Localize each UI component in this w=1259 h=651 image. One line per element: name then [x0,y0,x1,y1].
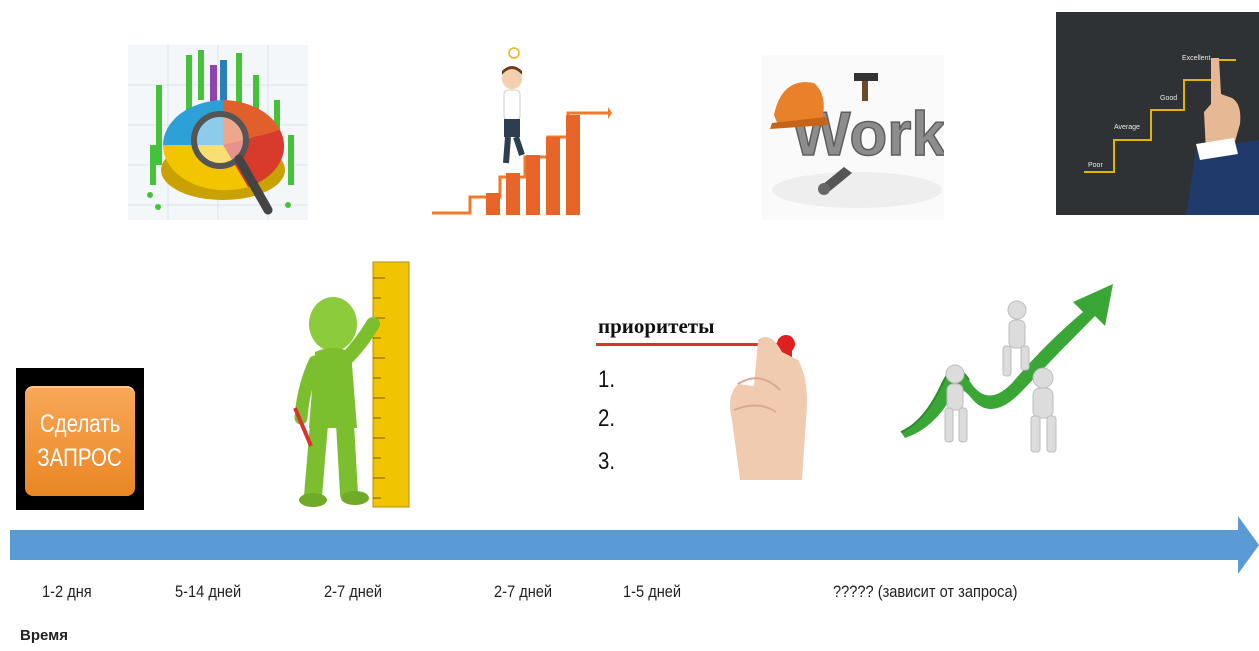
priority-item: 3. [598,448,616,475]
timeline-label: ????? (зависит от запроса) [833,582,1018,601]
stair-step-label: Average [1114,124,1140,131]
priority-item: 1. [598,366,616,393]
request-button-icon[interactable]: Сделать ЗАПРОС [16,368,144,510]
timeline-arrow [10,516,1259,574]
timeline-label: 2-7 дней [494,582,553,601]
ruler-figure-icon [293,261,410,508]
chart-magnifier-icon [128,45,308,220]
work-helmet-icon: Work [762,55,944,220]
success-arrow-icon [900,284,1113,453]
chalkboard-stairs-icon: Poor Average Good Excellent [1056,12,1259,215]
timeline-arrow-head [1238,516,1259,574]
work-text: Work [792,100,944,169]
timeline-label: 1-2 дня [42,582,92,601]
request-button-line2: ЗАПРОС [37,444,123,472]
growth-stairs-icon [432,47,612,215]
priorities-hand-icon [730,335,807,480]
timeline-label: 2-7 дней [324,582,383,601]
stair-step-label: Excellent [1182,55,1210,62]
timeline-axis-title: Время [20,627,68,644]
priorities-underline [596,343,786,346]
priority-item: 2. [598,405,616,432]
request-button[interactable]: Сделать ЗАПРОС [25,386,135,496]
stair-step-label: Poor [1088,162,1103,169]
priorities-title: приоритеты [598,314,715,338]
timeline-arrow-shaft [10,530,1242,560]
timeline-label: 1-5 дней [623,582,682,601]
request-button-line1: Сделать [39,410,121,438]
timeline-label: 5-14 дней [175,582,242,601]
stair-step-label: Good [1160,95,1177,102]
